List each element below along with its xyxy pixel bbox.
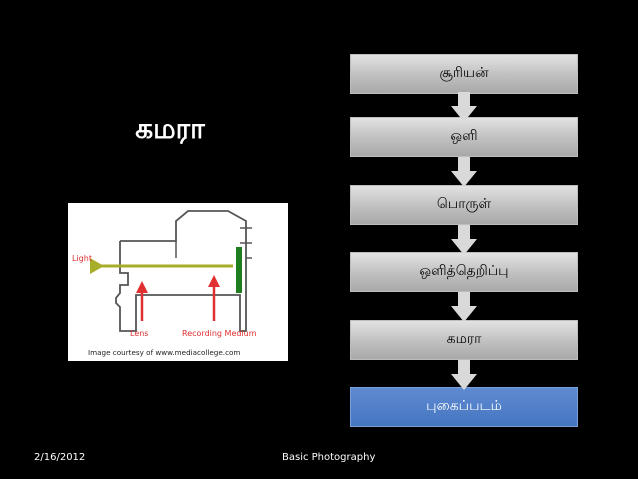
flow-arrow-down [451, 292, 477, 322]
lens-pointer-head [136, 281, 148, 293]
flow-step-camera: கமரா [350, 320, 578, 360]
slide-title: கமரா [135, 112, 205, 145]
lens-label: Lens [130, 329, 148, 338]
slide-footer: Basic Photography [282, 452, 376, 463]
recording-pointer-head [208, 275, 220, 287]
camera-body-outline [115, 210, 247, 332]
image-credit: Image courtesy of www.mediacollege.com [88, 348, 240, 357]
flow-step-object: பொருள் [350, 185, 578, 225]
slide-date: 2/16/2012 [34, 452, 86, 463]
flow-step-sun: சூரியன் [350, 54, 578, 94]
flow-arrow-down [451, 157, 477, 187]
flow-step-light: ஒளி [350, 117, 578, 157]
camera-diagram: Light Lens Recording Medium Image courte… [68, 203, 288, 361]
flow-step-photograph: புகைப்படம் [350, 387, 578, 427]
flow-arrow-down [451, 225, 477, 255]
flow-step-reflection: ஒளித்தெறிப்பு [350, 252, 578, 292]
light-arrow-head [90, 258, 104, 274]
flow-arrow-down [451, 360, 477, 390]
recording-medium-label: Recording Medium [182, 329, 257, 338]
flow-arrow-down [451, 92, 477, 122]
light-label: Light [72, 254, 92, 263]
recording-medium-bar [236, 247, 242, 293]
